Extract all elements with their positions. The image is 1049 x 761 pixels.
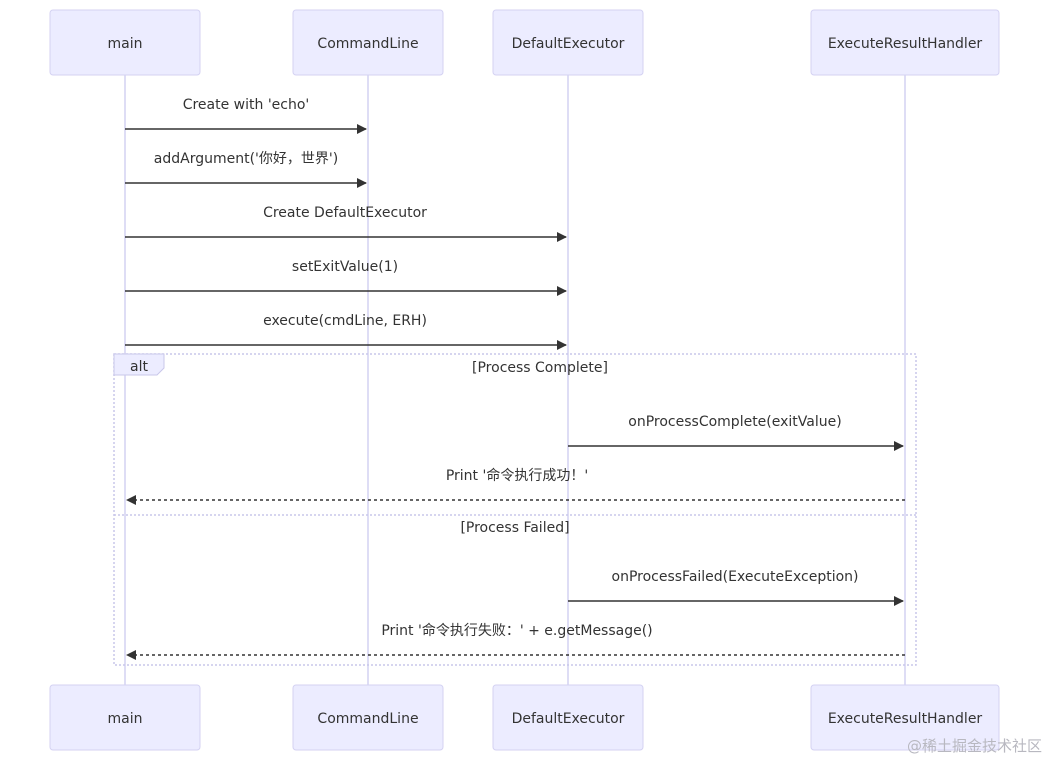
- actor-commandline-top[interactable]: CommandLine: [292, 9, 444, 76]
- alt-condition-failed: [Process Failed]: [460, 520, 569, 536]
- message-9: Print '命令执行失败：' + e.getMessage(): [126, 622, 905, 660]
- message-4: setExitValue(1): [125, 259, 567, 296]
- alt-condition-complete: [Process Complete]: [472, 360, 608, 376]
- actor-main-top[interactable]: main: [49, 9, 201, 76]
- actor-executeresulthandler-bottom[interactable]: ExecuteResultHandler: [810, 684, 1000, 751]
- lifelines: [124, 75, 906, 686]
- actor-commandline-bottom[interactable]: CommandLine: [292, 684, 444, 751]
- actor-label: ExecuteResultHandler: [828, 36, 983, 52]
- actor-label: CommandLine: [317, 36, 418, 52]
- actor-executeresulthandler-top[interactable]: ExecuteResultHandler: [810, 9, 1000, 76]
- message-8: onProcessFailed(ExecuteException): [568, 569, 904, 606]
- message-1: Create with 'echo': [125, 97, 367, 134]
- actor-defaultexecutor-top[interactable]: DefaultExecutor: [492, 9, 644, 76]
- message-label: Create DefaultExecutor: [263, 205, 427, 221]
- alt-frame-tab: [113, 353, 165, 376]
- message-label: Print '命令执行失败：' + e.getMessage(): [381, 622, 652, 639]
- actor-main-bottom[interactable]: main: [49, 684, 201, 751]
- actor-label: main: [108, 711, 143, 727]
- alt-frame: alt [Process Complete] [Process Failed]: [113, 353, 917, 666]
- message-5: execute(cmdLine, ERH): [125, 313, 567, 350]
- actor-label: CommandLine: [317, 711, 418, 727]
- message-label: Create with 'echo': [183, 97, 310, 113]
- actor-defaultexecutor-bottom[interactable]: DefaultExecutor: [492, 684, 644, 751]
- actor-label: DefaultExecutor: [512, 711, 625, 727]
- message-2: addArgument('你好，世界'): [125, 151, 367, 188]
- alt-keyword: alt: [130, 359, 148, 375]
- message-6: onProcessComplete(exitValue): [568, 414, 904, 451]
- message-label: execute(cmdLine, ERH): [263, 313, 427, 329]
- message-7: Print '命令执行成功！': [126, 467, 905, 505]
- actor-label: ExecuteResultHandler: [828, 711, 983, 727]
- actor-label: main: [108, 36, 143, 52]
- alt-frame-border: [113, 353, 917, 666]
- message-label: Print '命令执行成功！': [446, 467, 588, 484]
- message-label: onProcessFailed(ExecuteException): [612, 569, 859, 585]
- message-3: Create DefaultExecutor: [125, 205, 567, 242]
- actor-label: DefaultExecutor: [512, 36, 625, 52]
- watermark: @稀土掘金技术社区: [907, 737, 1042, 755]
- message-label: setExitValue(1): [292, 259, 398, 275]
- message-label: onProcessComplete(exitValue): [628, 414, 841, 430]
- message-label: addArgument('你好，世界'): [154, 151, 338, 167]
